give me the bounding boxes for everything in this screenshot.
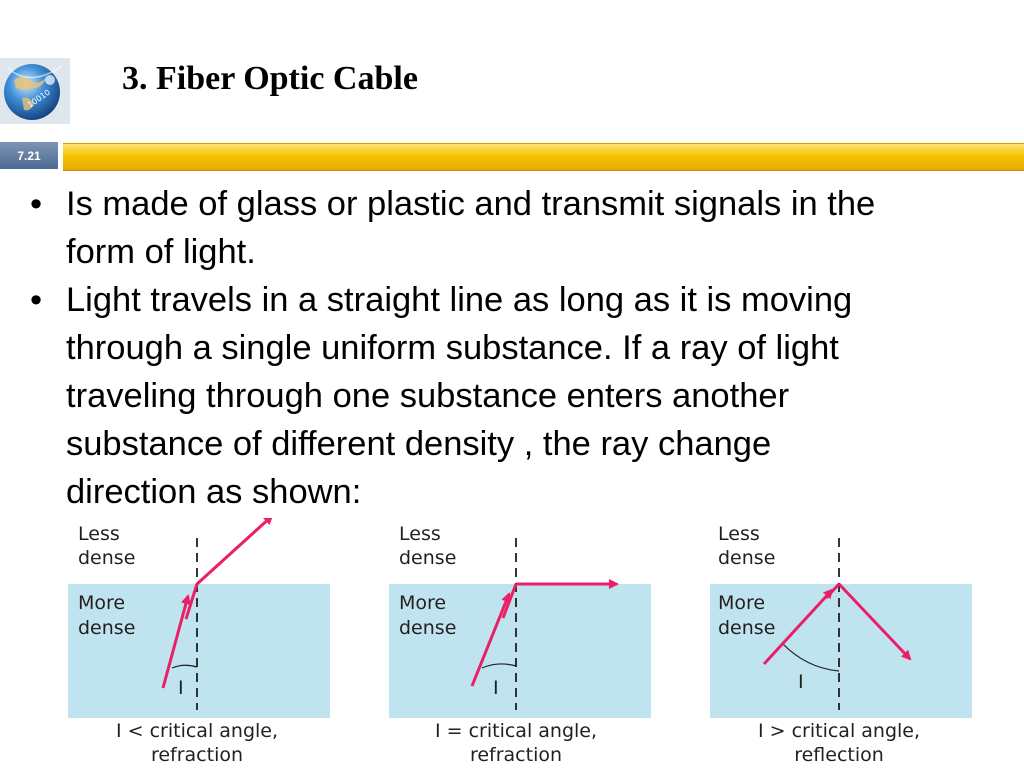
less-dense-label: dense [399,547,456,569]
diagram-critical-angle: Less dense More dense I I = critical ang… [385,518,655,768]
more-dense-label: dense [399,617,456,639]
dense-medium-region [389,584,651,718]
dense-medium-region [710,584,972,718]
bullet-line: form of light. [66,233,256,271]
incident-ray-tail [824,582,841,600]
reflected-ray [837,582,912,661]
more-dense-label: dense [78,617,135,639]
bullet-line: Light travels in a straight line as long… [66,281,853,319]
incident-ray-tail [184,583,199,620]
refracted-ray [195,518,274,586]
bullet-icon: • [30,185,43,223]
diagram-reflection-above-critical: Less dense More dense I I > critical ang… [706,518,976,768]
less-dense-label: Less [399,523,441,545]
globe-logo-icon: 10010 [0,58,70,124]
more-dense-label: dense [718,617,775,639]
bullet-item: • Light travels in a straight line as lo… [22,276,1012,516]
bullet-icon: • [30,281,43,319]
diagram-caption: reflection [794,744,884,766]
angle-arc [781,642,840,672]
bullet-line: through a single uniform substance. If a… [66,329,839,367]
more-dense-label: More [718,592,765,614]
angle-label: I [493,677,499,699]
less-dense-label: Less [78,523,120,545]
angle-arc [171,664,198,669]
angle-label: I [178,677,184,699]
more-dense-label: More [399,592,446,614]
incident-ray [470,592,511,687]
less-dense-label: dense [718,547,775,569]
diagram-caption: I > critical angle, [758,720,920,742]
slide-number-badge: 7.21 [0,142,58,169]
bullet-line: Is made of glass or plastic and transmit… [66,185,876,223]
diagram-refraction-below-critical: Less dense More dense I I < critical ang… [64,518,334,768]
diagram-caption: I < critical angle, [116,720,278,742]
bullet-line: traveling through one substance enters a… [66,377,790,415]
less-dense-label: Less [718,523,760,545]
more-dense-label: More [78,592,125,614]
bullet-line: substance of different density , the ray… [66,425,772,463]
bullet-item: • Is made of glass or plastic and transm… [22,180,1012,276]
angle-label: I [798,671,804,693]
incident-ray [762,588,834,666]
incident-ray [161,594,191,689]
angle-arc [481,663,517,669]
less-dense-label: dense [78,547,135,569]
incident-ray-tail [501,583,518,619]
bullet-line: direction as shown: [66,473,362,511]
diagram-caption: refraction [470,744,562,766]
dense-medium-region [68,584,330,718]
diagram-caption: refraction [151,744,243,766]
bullet-list: • Is made of glass or plastic and transm… [22,180,1012,516]
title-divider-bar [63,143,1024,171]
diagram-caption: I = critical angle, [435,720,597,742]
slide-title: 3. Fiber Optic Cable [122,60,418,97]
